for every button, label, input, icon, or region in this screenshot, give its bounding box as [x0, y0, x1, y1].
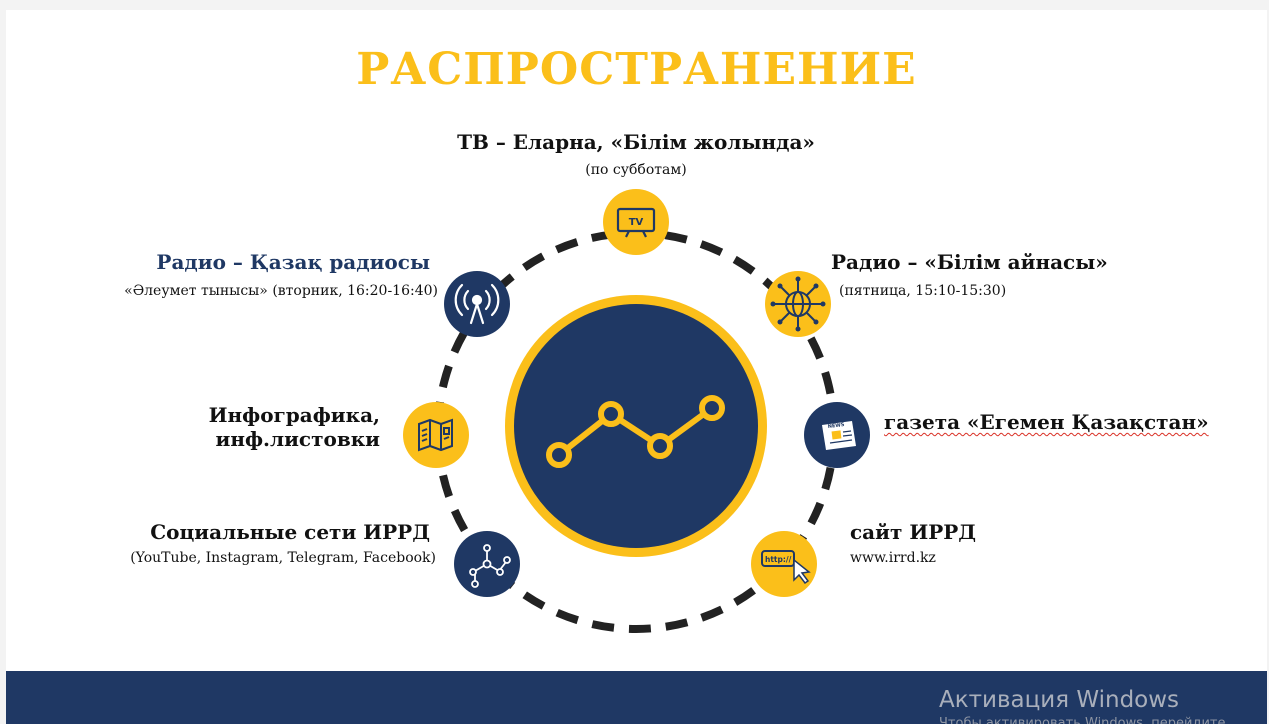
radio-bilim-node	[765, 271, 831, 337]
tv-subtitle: (по субботам)	[585, 162, 687, 178]
radio-bilim-subtitle: (пятница, 15:10-15:30)	[839, 283, 1007, 299]
windows-activation-hint: Чтобы активировать Windows, перейдите	[939, 716, 1226, 724]
line-chart-icon	[546, 395, 725, 468]
infographic-title-line2: инф.листовки	[215, 427, 381, 451]
newspaper-icon	[822, 421, 856, 450]
newspaper-icon-text: NEWS	[828, 422, 846, 430]
newspaper-title: газета «Егемен Қазақстан»	[884, 410, 1209, 434]
brochure-icon	[418, 418, 453, 452]
site-subtitle: www.irrd.kz	[850, 550, 936, 566]
social-title: Социальные сети ИРРД	[150, 520, 430, 544]
windows-activation-watermark: Активация Windows	[939, 687, 1180, 713]
slide: РАСПРОСТРАНЕНИЕ TV	[6, 10, 1267, 724]
social-node	[454, 531, 520, 597]
infographic-title-line1: Инфографика,	[208, 403, 380, 427]
tv-title: ТВ – Еларна, «Білім жолында»	[457, 130, 815, 154]
social-subtitle: (YouTube, Instagram, Telegram, Facebook)	[130, 550, 436, 566]
site-icon-text: http://	[765, 555, 792, 564]
network-share-icon	[469, 544, 511, 588]
center-hub	[505, 295, 767, 557]
tv-node: TV	[603, 189, 669, 255]
radio-kz-title: Радио – Қазақ радиосы	[156, 250, 430, 274]
site-node: http://	[751, 531, 817, 597]
radio-bilim-title: Радио – «Білім айнасы»	[831, 250, 1108, 274]
newspaper-node: NEWS	[804, 402, 870, 468]
site-title: сайт ИРРД	[850, 520, 977, 544]
browser-http-icon	[761, 550, 811, 585]
globe-network-icon	[774, 280, 822, 328]
distribution-diagram: TV	[403, 189, 870, 633]
radio-kz-node	[444, 271, 510, 337]
infographic-node	[403, 402, 469, 468]
tv-icon	[616, 207, 656, 238]
footer-bar	[6, 671, 1267, 724]
radio-tower-icon	[454, 283, 500, 325]
slide-title: РАСПРОСТРАНЕНИЕ	[356, 44, 917, 95]
tv-icon-text: TV	[629, 217, 644, 228]
radio-kz-subtitle: «Әлеумет тынысы» (вторник, 16:20-16:40)	[124, 283, 438, 299]
